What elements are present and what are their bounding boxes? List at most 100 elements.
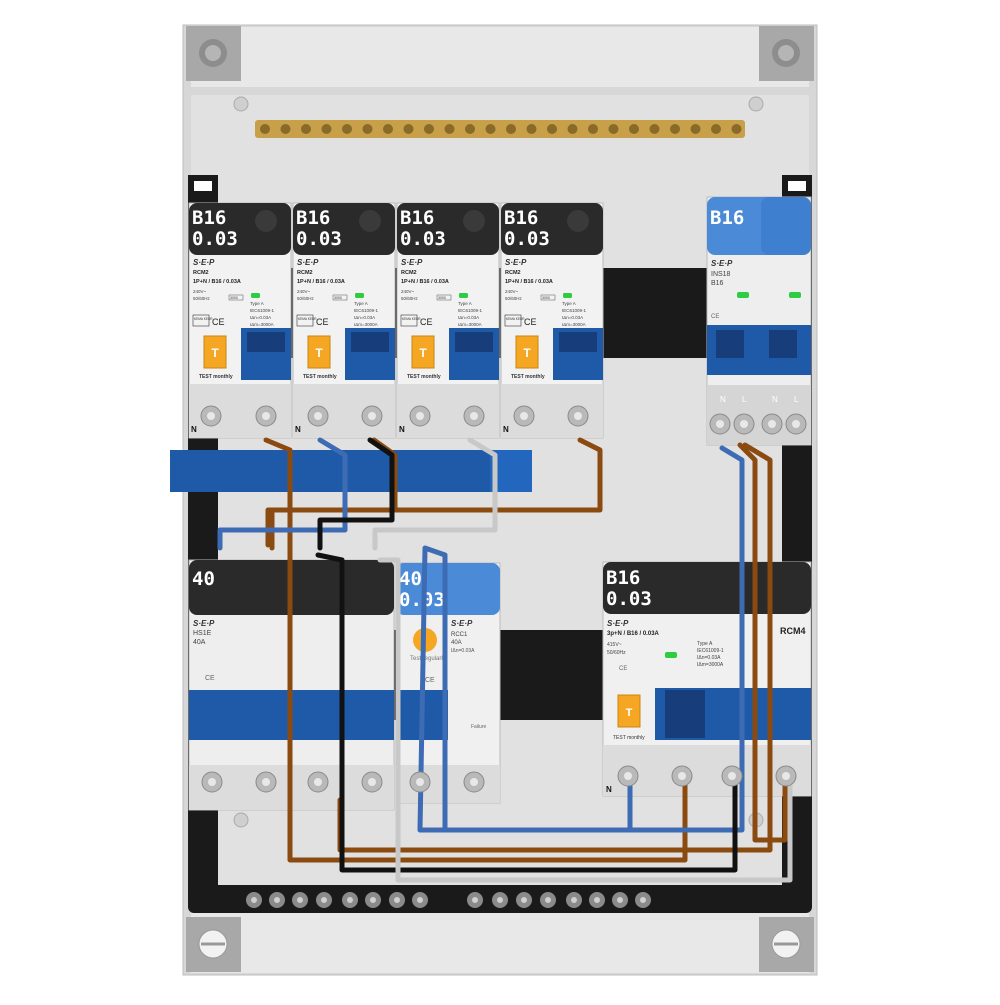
isolator-toggle[interactable] bbox=[769, 330, 797, 358]
rcbo-sensitivity: 0.03 bbox=[296, 228, 342, 250]
rating-box bbox=[540, 294, 556, 301]
earth-terminal-hole bbox=[321, 124, 332, 134]
test-button-icon[interactable] bbox=[203, 335, 227, 369]
rcbo-toggle-handle[interactable] bbox=[559, 332, 597, 352]
rcbo-idn: IΔn=0.03A bbox=[458, 315, 479, 320]
ce-mark: CE bbox=[316, 317, 329, 327]
corner-bracket-top-left bbox=[186, 26, 241, 81]
rcbo-icn: IΔm=3000A bbox=[458, 322, 482, 327]
live-wire bbox=[263, 437, 688, 863]
rcm4-module[interactable]: B16 0.03 S·E·P 3p+N / B16 / 0.03A 415V~ … bbox=[602, 561, 812, 797]
rcm4-voltage: 415V~ bbox=[607, 642, 622, 648]
rcm4-standard: IEC61009-1 bbox=[697, 648, 724, 654]
bottom-terminal-screws bbox=[246, 892, 651, 908]
rccb-ce: CE bbox=[425, 677, 435, 684]
test-button-icon[interactable] bbox=[515, 335, 539, 369]
status-led-icon bbox=[665, 652, 677, 658]
rcbo-idn: IΔn=0.03A bbox=[250, 315, 271, 320]
rcbo-toggle-handle[interactable] bbox=[247, 332, 285, 352]
test-button-icon[interactable] bbox=[617, 694, 641, 728]
bar-screw-head bbox=[571, 897, 577, 903]
isolator-module[interactable]: B16 S·E·P INS18 B16 CE N L N L bbox=[706, 196, 812, 446]
earth-terminal-rail bbox=[255, 120, 745, 138]
terminal-screw-head bbox=[678, 772, 686, 780]
rcbo-standard: IEC61009-1 bbox=[562, 308, 587, 313]
rccb-test-label: Test regularly bbox=[410, 656, 446, 662]
rcm4-neutral-label: N bbox=[606, 785, 612, 794]
bar-screw-head bbox=[594, 897, 600, 903]
bar-screw-head bbox=[321, 897, 327, 903]
bar-screw-head bbox=[545, 897, 551, 903]
terminal-screw-head bbox=[416, 412, 424, 420]
rcbo-icn: IΔm=3000A bbox=[250, 322, 274, 327]
rcbo-toggle-handle[interactable] bbox=[351, 332, 389, 352]
rating-box-label: 3000 bbox=[438, 296, 446, 300]
rcbo-frequency: 50/60Hz bbox=[505, 296, 523, 301]
isolator-toggle[interactable] bbox=[716, 330, 744, 358]
rcm4-spec: 3p+N / B16 / 0.03A bbox=[607, 631, 660, 637]
live-wire bbox=[737, 442, 788, 843]
earth-terminal-hole bbox=[547, 124, 557, 134]
bar-screw-head bbox=[297, 897, 303, 903]
rcbo-rating: B16 bbox=[296, 207, 330, 229]
earth-terminal-hole bbox=[301, 124, 311, 134]
terminal-screw-head bbox=[262, 412, 270, 420]
terminal-screw-head bbox=[792, 420, 800, 428]
rcbo-toggle-handle[interactable] bbox=[455, 332, 493, 352]
rcm4-toggle[interactable] bbox=[665, 690, 705, 738]
ce-mark: CE bbox=[420, 317, 433, 327]
kema-logo bbox=[400, 314, 418, 327]
rcbo-type: Type A bbox=[458, 301, 472, 306]
top-cover-strip bbox=[191, 27, 809, 87]
live-wire bbox=[269, 437, 603, 551]
isolator-sub: B16 bbox=[711, 280, 724, 287]
bar-screw-head bbox=[394, 897, 400, 903]
kema-label: KEMA KEUR bbox=[298, 317, 317, 321]
ce-mark: CE bbox=[212, 317, 225, 327]
rcbo-sensitivity: 0.03 bbox=[192, 228, 238, 250]
test-button-icon[interactable] bbox=[411, 335, 435, 369]
screw-icon bbox=[233, 96, 249, 112]
rcbo-test-label: TEST monthly bbox=[511, 374, 545, 380]
screw-icon bbox=[233, 812, 249, 828]
rating-box-label: 3000 bbox=[230, 296, 238, 300]
rcbo-brand: S·E·P bbox=[505, 258, 527, 267]
corner-bracket-top-right bbox=[759, 26, 814, 81]
isolator-brand: S·E·P bbox=[711, 259, 733, 268]
status-led-icon bbox=[563, 293, 572, 298]
cap-screw-icon bbox=[255, 210, 277, 232]
rating-box-label: 3000 bbox=[334, 296, 342, 300]
rcm4-terminals bbox=[603, 745, 811, 796]
status-led-icon bbox=[789, 292, 801, 298]
rcbo-frequency: 50/60Hz bbox=[193, 296, 211, 301]
rccb-idn: IΔn=0.03A bbox=[451, 648, 475, 654]
rcbo-brand: S·E·P bbox=[193, 258, 215, 267]
terminal-label: L bbox=[794, 395, 799, 404]
rcbo-voltage: 240V~ bbox=[401, 289, 415, 294]
rcbo-spec: 1P+N / B16 / 0.03A bbox=[505, 279, 553, 285]
earth-terminal-hole bbox=[629, 124, 639, 134]
rcm4-model-tag: RCM4 bbox=[780, 626, 806, 636]
terminal-screw-head bbox=[740, 420, 748, 428]
black-wire bbox=[315, 552, 738, 873]
earth-terminal-hole bbox=[608, 124, 619, 134]
wiring bbox=[217, 437, 793, 883]
bar-screw-head bbox=[617, 897, 623, 903]
rcm4-ce: CE bbox=[619, 666, 627, 672]
rail-slot bbox=[194, 181, 212, 191]
rccb-module[interactable]: 40 0.03 S·E·P RCC1 40A IΔn=0.03A Test re… bbox=[395, 562, 501, 804]
bar-screw-head bbox=[417, 897, 423, 903]
neutral-busbar bbox=[170, 450, 532, 492]
main-switch-sub: 40A bbox=[193, 639, 206, 646]
earth-terminal-hole bbox=[649, 124, 660, 134]
test-button-icon[interactable] bbox=[307, 335, 331, 369]
terminal-screw-head bbox=[262, 778, 270, 786]
earth-wire bbox=[372, 437, 498, 551]
bar-screw-head bbox=[497, 897, 503, 903]
rcm4-brand: S·E·P bbox=[607, 619, 629, 628]
